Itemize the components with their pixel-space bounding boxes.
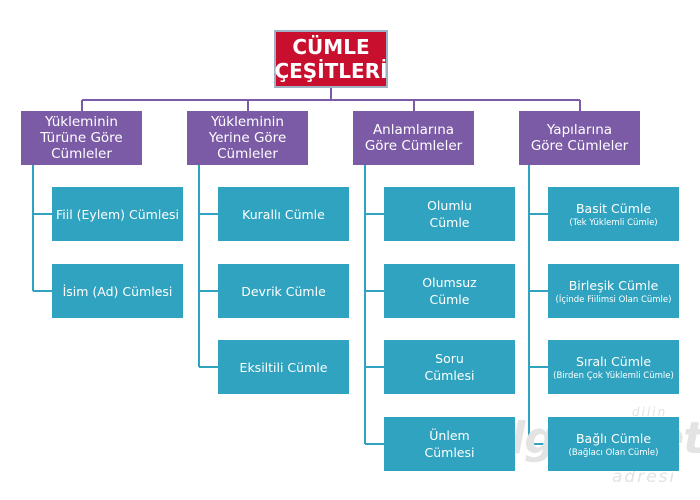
leaf-sublabel: (Bağlacı Olan Cümle) [568,447,659,458]
leaf-sublabel: (İçinde Fiilimsi Olan Cümle) [555,294,672,305]
leaf-sublabel: (Birden Çok Yüklemli Cümle) [553,370,674,381]
leaf-node-isim-cumlesi: İsim (Ad) Cümlesi [52,264,183,318]
leaf-sublabel: (Tek Yüklemli Cümle) [569,217,658,228]
category-line: Yapılarına [546,122,613,138]
leaf-label: Bağlı Cümle [575,430,652,446]
leaf-node-olumsuz-cumle: Olumsuz Cümle [384,264,515,318]
root-title-line1: CÜMLE [292,35,370,59]
leaf-node-fiil-cumlesi: Fiil (Eylem) Cümlesi [52,187,183,241]
leaf-node-sirali-cumle: Sıralı Cümle (Birden Çok Yüklemli Cümle) [548,340,679,394]
leaf-node-eksiltili-cumle: Eksiltili Cümle [218,340,349,394]
leaf-label: İsim (Ad) Cümlesi [62,283,173,299]
leaf-node-soru-cumlesi: Soru Cümlesi [384,340,515,394]
category-line: Cümleler [217,146,278,162]
category-line: Anlamlarına [372,122,455,138]
root-title-line2: ÇEŞİTLERİ [274,59,388,83]
leaf-node-basit-cumle: Basit Cümle (Tek Yüklemli Cümle) [548,187,679,241]
leaf-label: Olumsuz Cümle [422,275,477,307]
category-line: Göre Cümleler [530,138,629,154]
category-line: Yerine Göre [208,130,287,146]
leaf-label: Basit Cümle [575,200,652,216]
leaf-node-birlesik-cumle: Birleşik Cümle (İçinde Fiilimsi Olan Cüm… [548,264,679,318]
category-line: Türüne Göre [40,130,123,146]
leaf-label: Soru Cümlesi [424,351,475,383]
leaf-label: Eksiltili Cümle [239,359,328,375]
leaf-label: Fiil (Eylem) Cümlesi [55,206,179,222]
category-node-yuklem-turu: Yükleminin Türüne Göre Cümleler [21,111,142,165]
category-line: Göre Cümleler [364,138,463,154]
category-node-yapi: Yapılarına Göre Cümleler [519,111,640,165]
leaf-node-olumlu-cumle: Olumlu Cümle [384,187,515,241]
category-node-yuklem-yeri: Yükleminin Yerine Göre Cümleler [187,111,308,165]
leaf-node-bagli-cumle: Bağlı Cümle (Bağlacı Olan Cümle) [548,417,679,471]
leaf-label: Birleşik Cümle [568,277,659,293]
leaf-node-kuralli-cumle: Kurallı Cümle [218,187,349,241]
root-node-cumle-cesitleri: CÜMLE ÇEŞİTLERİ [274,30,388,88]
leaf-label: Sıralı Cümle [575,353,652,369]
leaf-node-unlem-cumlesi: Ünlem Cümlesi [384,417,515,471]
category-line: Cümleler [51,146,112,162]
leaf-label: Olumlu Cümle [427,198,472,230]
category-node-anlam: Anlamlarına Göre Cümleler [353,111,474,165]
category-line: Yükleminin [45,114,118,130]
category-line: Yükleminin [211,114,284,130]
leaf-label: Devrik Cümle [241,283,326,299]
leaf-label: Ünlem Cümlesi [424,428,475,460]
leaf-label: Kurallı Cümle [242,206,325,222]
leaf-node-devrik-cumle: Devrik Cümle [218,264,349,318]
